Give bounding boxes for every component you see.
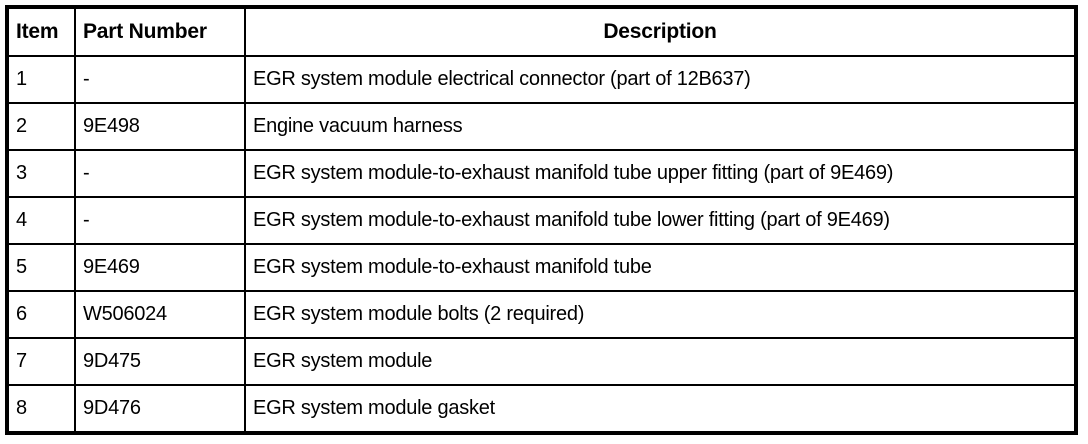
cell-item: 4 [6, 196, 76, 245]
cell-description: Engine vacuum harness [244, 102, 1077, 151]
column-header-description: Description [244, 6, 1077, 57]
table-body: 1 - EGR system module electrical connect… [6, 55, 1077, 434]
cell-description: EGR system module-to-exhaust manifold tu… [244, 196, 1077, 245]
column-header-item: Item [6, 6, 76, 57]
cell-item: 6 [6, 290, 76, 339]
cell-item: 7 [6, 337, 76, 386]
table-row: 4 - EGR system module-to-exhaust manifol… [6, 196, 1077, 245]
table-row: 7 9D475 EGR system module [6, 337, 1077, 386]
cell-part-number: W506024 [74, 290, 246, 339]
table-row: 2 9E498 Engine vacuum harness [6, 102, 1077, 151]
table-row: 8 9D476 EGR system module gasket [6, 384, 1077, 434]
table-row: 5 9E469 EGR system module-to-exhaust man… [6, 243, 1077, 292]
cell-part-number: 9E469 [74, 243, 246, 292]
cell-part-number: - [74, 55, 246, 104]
cell-part-number: - [74, 149, 246, 198]
cell-part-number: 9D475 [74, 337, 246, 386]
cell-description: EGR system module gasket [244, 384, 1077, 434]
cell-description: EGR system module bolts (2 required) [244, 290, 1077, 339]
cell-item: 1 [6, 55, 76, 104]
parts-table: Item Part Number Description 1 - EGR sys… [5, 5, 1078, 435]
table-row: 6 W506024 EGR system module bolts (2 req… [6, 290, 1077, 339]
cell-description: EGR system module [244, 337, 1077, 386]
table-header-row: Item Part Number Description [6, 6, 1077, 57]
cell-item: 8 [6, 384, 76, 434]
table-row: 1 - EGR system module electrical connect… [6, 55, 1077, 104]
cell-item: 2 [6, 102, 76, 151]
cell-description: EGR system module electrical connector (… [244, 55, 1077, 104]
cell-item: 3 [6, 149, 76, 198]
cell-description: EGR system module-to-exhaust manifold tu… [244, 243, 1077, 292]
cell-part-number: - [74, 196, 246, 245]
table-row: 3 - EGR system module-to-exhaust manifol… [6, 149, 1077, 198]
cell-part-number: 9D476 [74, 384, 246, 434]
table-header: Item Part Number Description [6, 6, 1077, 57]
cell-description: EGR system module-to-exhaust manifold tu… [244, 149, 1077, 198]
cell-item: 5 [6, 243, 76, 292]
cell-part-number: 9E498 [74, 102, 246, 151]
column-header-part-number: Part Number [74, 6, 246, 57]
